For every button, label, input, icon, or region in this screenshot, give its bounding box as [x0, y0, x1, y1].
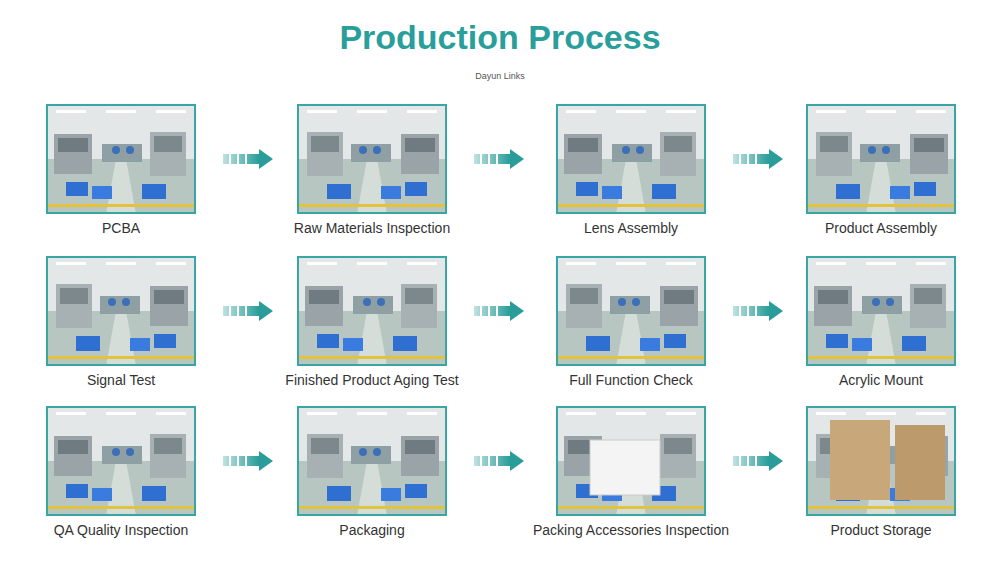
step-caption: Raw Materials Inspection	[294, 219, 450, 237]
process-step: Packaging	[297, 406, 447, 516]
step-caption: Product Storage	[830, 521, 931, 539]
arrow-body	[447, 456, 556, 466]
flow-arrow	[447, 301, 556, 321]
step-caption: Packaging	[339, 521, 404, 539]
diagram-title: Production Process	[0, 18, 1000, 57]
arrow-head	[769, 301, 783, 321]
flow-arrow	[706, 301, 806, 321]
photo-frame	[46, 104, 196, 214]
step-caption: QA Quality Inspection	[54, 521, 189, 539]
photo-frame	[297, 256, 447, 366]
arrow-body	[447, 154, 556, 164]
arrow-head	[510, 451, 524, 471]
photo-frame	[46, 256, 196, 366]
photo-frame	[806, 256, 956, 366]
subtitle: Dayun Links	[0, 71, 1000, 81]
step-caption: Packing Accessories Inspection	[533, 521, 729, 539]
photo-frame	[556, 104, 706, 214]
arrow-head	[259, 451, 273, 471]
flow-arrow	[447, 149, 556, 169]
process-step: Full Function Check	[556, 256, 706, 366]
flow-arrow	[196, 451, 297, 471]
step-caption: Lens Assembly	[584, 219, 678, 237]
photo-frame	[806, 104, 956, 214]
photo-frame	[297, 104, 447, 214]
step-caption: Full Function Check	[569, 371, 693, 389]
arrow-body	[706, 456, 806, 466]
step-caption: Product Assembly	[825, 219, 937, 237]
arrow-body	[196, 456, 297, 466]
flow-arrow	[706, 149, 806, 169]
photo-frame	[297, 406, 447, 516]
arrow-head	[769, 149, 783, 169]
process-step: Product Assembly	[806, 104, 956, 214]
process-step: Product Storage	[806, 406, 956, 516]
arrow-head	[259, 149, 273, 169]
process-step: Raw Materials Inspection	[297, 104, 447, 214]
photo-frame	[806, 406, 956, 516]
photo-frame	[556, 256, 706, 366]
arrow-body	[706, 306, 806, 316]
photo-frame	[556, 406, 706, 516]
arrow-body	[706, 154, 806, 164]
arrow-head	[510, 149, 524, 169]
process-step: Acrylic Mount	[806, 256, 956, 366]
photo-frame	[46, 406, 196, 516]
process-step: Lens Assembly	[556, 104, 706, 214]
flow-arrow	[196, 149, 297, 169]
process-step: Signal Test	[46, 256, 196, 366]
process-step: Packing Accessories Inspection	[556, 406, 706, 516]
step-caption: Acrylic Mount	[839, 371, 923, 389]
step-caption: Finished Product Aging Test	[285, 371, 458, 389]
arrow-head	[510, 301, 524, 321]
process-step: QA Quality Inspection	[46, 406, 196, 516]
arrow-body	[196, 306, 297, 316]
process-step: PCBA	[46, 104, 196, 214]
arrow-body	[196, 154, 297, 164]
arrow-head	[259, 301, 273, 321]
process-step: Finished Product Aging Test	[297, 256, 447, 366]
flow-arrow	[447, 451, 556, 471]
arrow-body	[447, 306, 556, 316]
flow-arrow	[196, 301, 297, 321]
flow-arrow	[706, 451, 806, 471]
step-caption: PCBA	[102, 219, 140, 237]
step-caption: Signal Test	[87, 371, 155, 389]
arrow-head	[769, 451, 783, 471]
